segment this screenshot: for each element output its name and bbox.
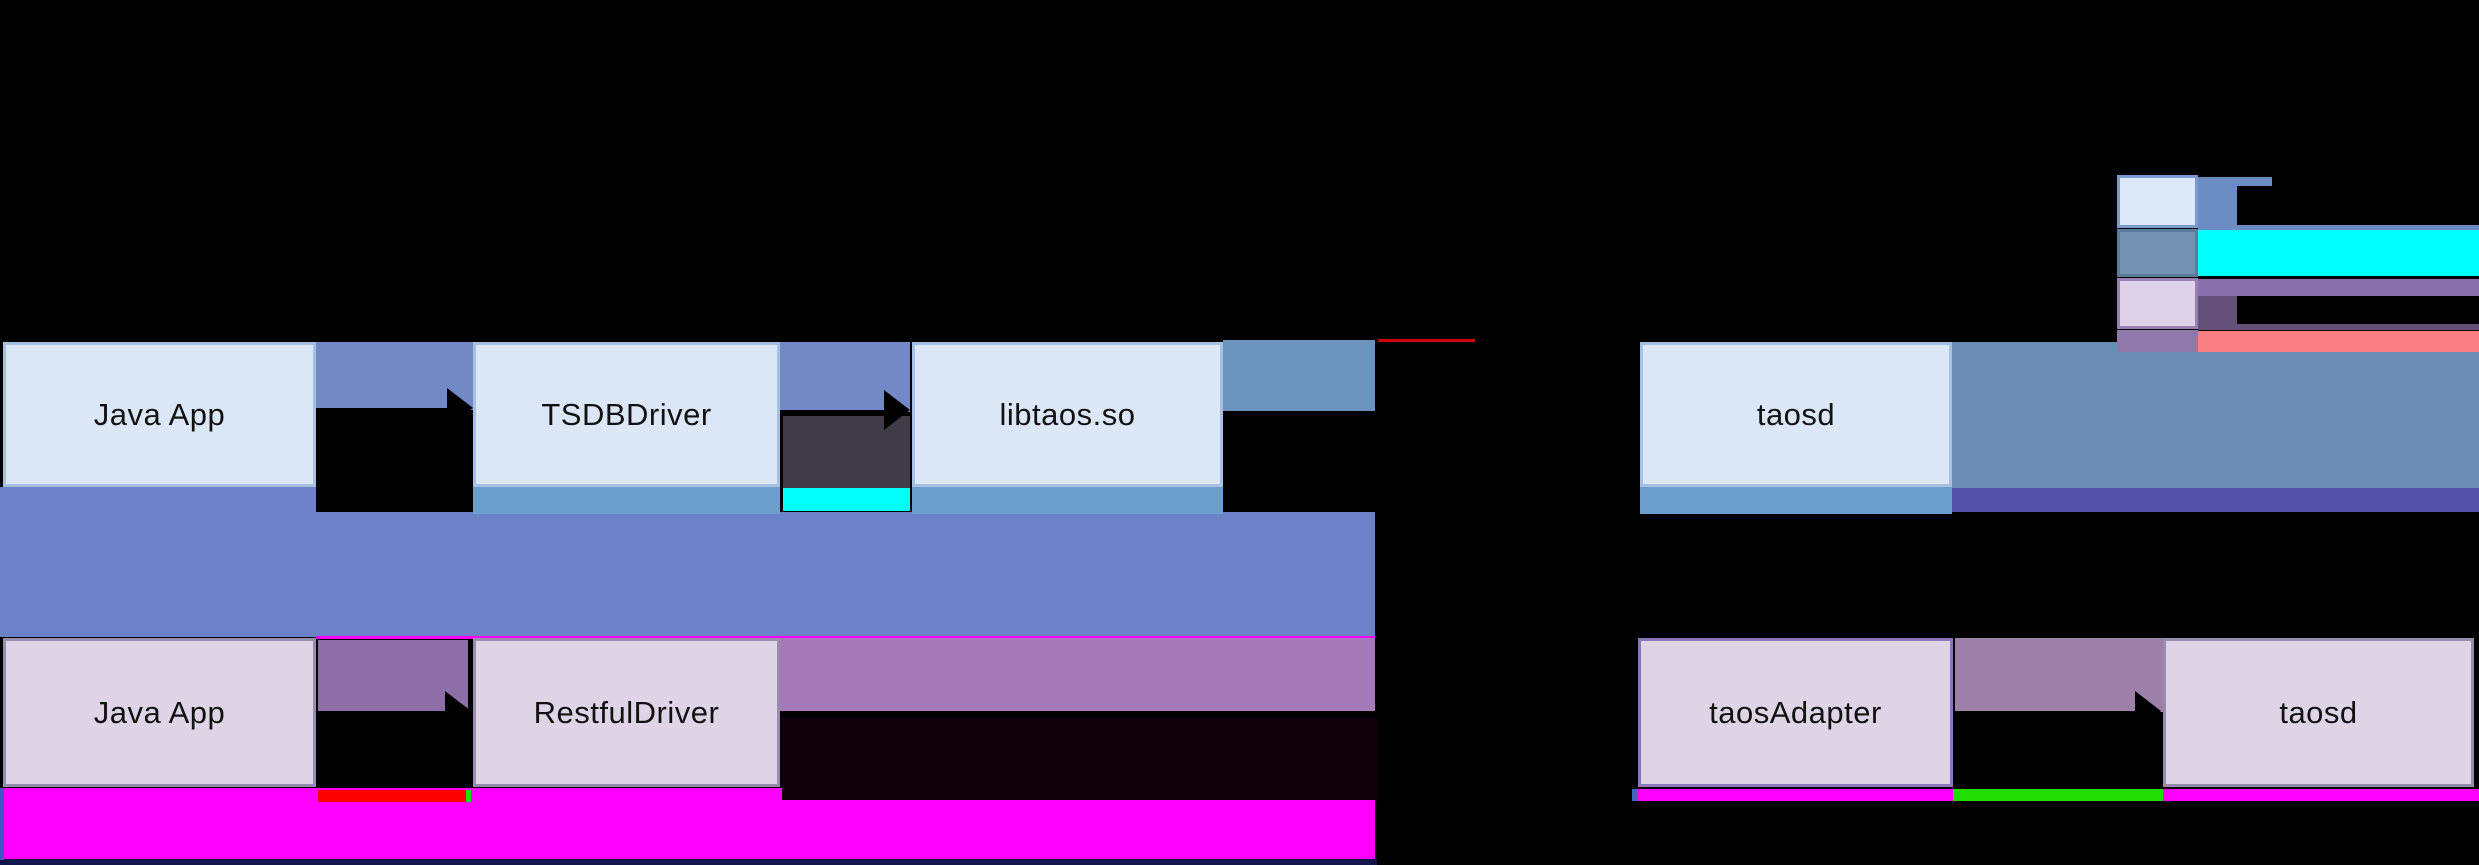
indigo-strip bbox=[1952, 488, 2479, 512]
arrow-javaapp-to-tsdbdriver bbox=[316, 408, 456, 414]
green-strip bbox=[1953, 789, 2163, 801]
cyan-strip bbox=[783, 488, 910, 511]
legend-swatch-1 bbox=[2117, 175, 2198, 228]
red-strip bbox=[318, 790, 466, 802]
legend-band-3-textblob bbox=[2237, 296, 2479, 324]
node-label: taosd bbox=[1756, 396, 1836, 432]
left-edge-blue-sliver bbox=[0, 788, 4, 860]
node-taosd-jni: taosd bbox=[1640, 342, 1952, 487]
node-taosadapter: taosAdapter bbox=[1638, 638, 1953, 787]
arrow-tsdbdriver-to-libtaos bbox=[780, 410, 888, 416]
node-java-app-rest: Java App bbox=[3, 638, 316, 787]
node-java-app-jni: Java App bbox=[3, 342, 316, 487]
jni-gap1-highlight bbox=[316, 342, 473, 410]
arrow-javaapp-to-restfuldriver bbox=[316, 711, 456, 717]
node-tsdbdriver: TSDBDriver bbox=[473, 342, 780, 487]
node-label: Java App bbox=[93, 694, 226, 730]
arrow-libtaos-to-taosd bbox=[1223, 411, 1615, 417]
rest-gap1-highlight bbox=[318, 640, 468, 712]
taosd-steel-band bbox=[1952, 342, 2479, 488]
left-mid-band bbox=[0, 512, 1375, 637]
band-right-of-libtaos bbox=[1223, 340, 1375, 412]
arrowhead-taosd-rest bbox=[2135, 691, 2161, 731]
arrow-taosadapter-to-taosd bbox=[1953, 711, 2139, 717]
arrowhead-taosd-jni bbox=[1612, 391, 1638, 431]
green-sliver bbox=[466, 790, 471, 802]
node-label: TSDBDriver bbox=[541, 396, 712, 432]
arrowhead-tsdbdriver bbox=[447, 388, 473, 428]
node-label: taosAdapter bbox=[1709, 694, 1882, 730]
arrowhead-restfuldriver bbox=[445, 691, 471, 731]
legend-swatch-4 bbox=[2117, 330, 2198, 352]
node-label: Java App bbox=[93, 396, 226, 432]
rest-magenta-topline bbox=[316, 636, 1375, 639]
magenta-band-right bbox=[782, 800, 1375, 860]
strip-under-tsdbdriver bbox=[473, 487, 780, 514]
legend-band-2-cyan bbox=[2198, 230, 2479, 276]
legend-underline-1 bbox=[2198, 225, 2479, 231]
rest-gap2-highlight bbox=[1955, 638, 2163, 712]
node-libtaos: libtaos.so bbox=[912, 342, 1223, 487]
legend-band-1-textblob bbox=[2237, 186, 2272, 225]
legend-swatch-3 bbox=[2117, 278, 2198, 329]
left-mid-band-upper bbox=[0, 487, 316, 515]
node-label: libtaos.so bbox=[999, 396, 1136, 432]
legend-band-3-upper bbox=[2198, 279, 2479, 296]
rest-mauve-band bbox=[780, 638, 1375, 714]
magenta-strip-under-taosd bbox=[2163, 789, 2479, 801]
node-label: taosd bbox=[2279, 694, 2358, 730]
node-taosd-rest: taosd bbox=[2163, 638, 2474, 787]
strip-under-libtaos bbox=[912, 487, 1223, 514]
legend-swatch-2 bbox=[2117, 229, 2198, 277]
blue-sliver-under-taosadapter bbox=[1632, 789, 1638, 801]
rest-dark-band bbox=[780, 715, 1377, 802]
arrow-restfuldriver-to-taosadapter bbox=[780, 711, 1612, 717]
magenta-strip-under-taosadapter bbox=[1638, 789, 1953, 801]
arrowhead-taosadapter bbox=[1610, 691, 1636, 731]
node-restfuldriver: RestfulDriver bbox=[473, 638, 780, 787]
node-label: RestfulDriver bbox=[533, 694, 720, 730]
strip-under-taosd bbox=[1640, 487, 1952, 514]
red-line bbox=[1378, 339, 1475, 342]
arrowhead-libtaos bbox=[884, 390, 910, 430]
legend-band-4-salmon bbox=[2198, 331, 2479, 352]
bottom-navy-line bbox=[0, 859, 1377, 865]
